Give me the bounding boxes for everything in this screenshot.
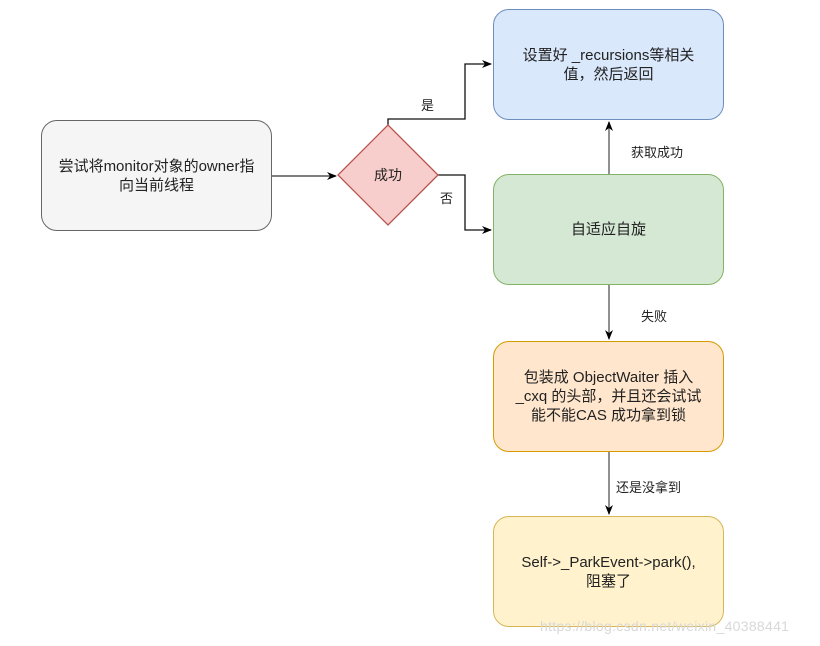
- node-adaptive-spin[interactable]: 自适应自旋: [493, 174, 724, 285]
- edge-no: [438, 174, 492, 234]
- node-adaptive-spin-label: 自适应自旋: [570, 221, 646, 238]
- node-try-set-owner-label: 尝试将monitor对象的owner指 向当前线程: [58, 157, 255, 194]
- edge-yes: [387, 60, 492, 125]
- edge-label-failed: 失败: [641, 309, 668, 324]
- node-wrap-object-waiter-label: 包装成 ObjectWaiter 插入 _cxq 的头部，并且还会试试 能不能C…: [515, 369, 702, 424]
- node-set-recursions-label: 设置好 _recursions等相关 值，然后返回: [522, 46, 695, 83]
- node-try-set-owner[interactable]: 尝试将monitor对象的owner指 向当前线程: [41, 120, 272, 231]
- node-park-label: Self->_ParkEvent->park(), 阻塞了: [521, 553, 696, 590]
- decision-diamond[interactable]: [337, 124, 439, 226]
- node-park[interactable]: Self->_ParkEvent->park(), 阻塞了: [493, 516, 724, 627]
- decision-label: 成功: [374, 167, 402, 183]
- node-set-recursions[interactable]: 设置好 _recursions等相关 值，然后返回: [493, 9, 724, 120]
- edge-label-no: 否: [440, 191, 454, 206]
- edge-label-acquired: 获取成功: [631, 145, 684, 160]
- node-wrap-object-waiter[interactable]: 包装成 ObjectWaiter 插入 _cxq 的头部，并且还会试试 能不能C…: [493, 341, 724, 452]
- edge-label-yes: 是: [421, 98, 435, 113]
- edge-label-still-not: 还是没拿到: [616, 480, 682, 495]
- watermark: https://blog.csdn.net/weixin_40388441: [540, 618, 790, 634]
